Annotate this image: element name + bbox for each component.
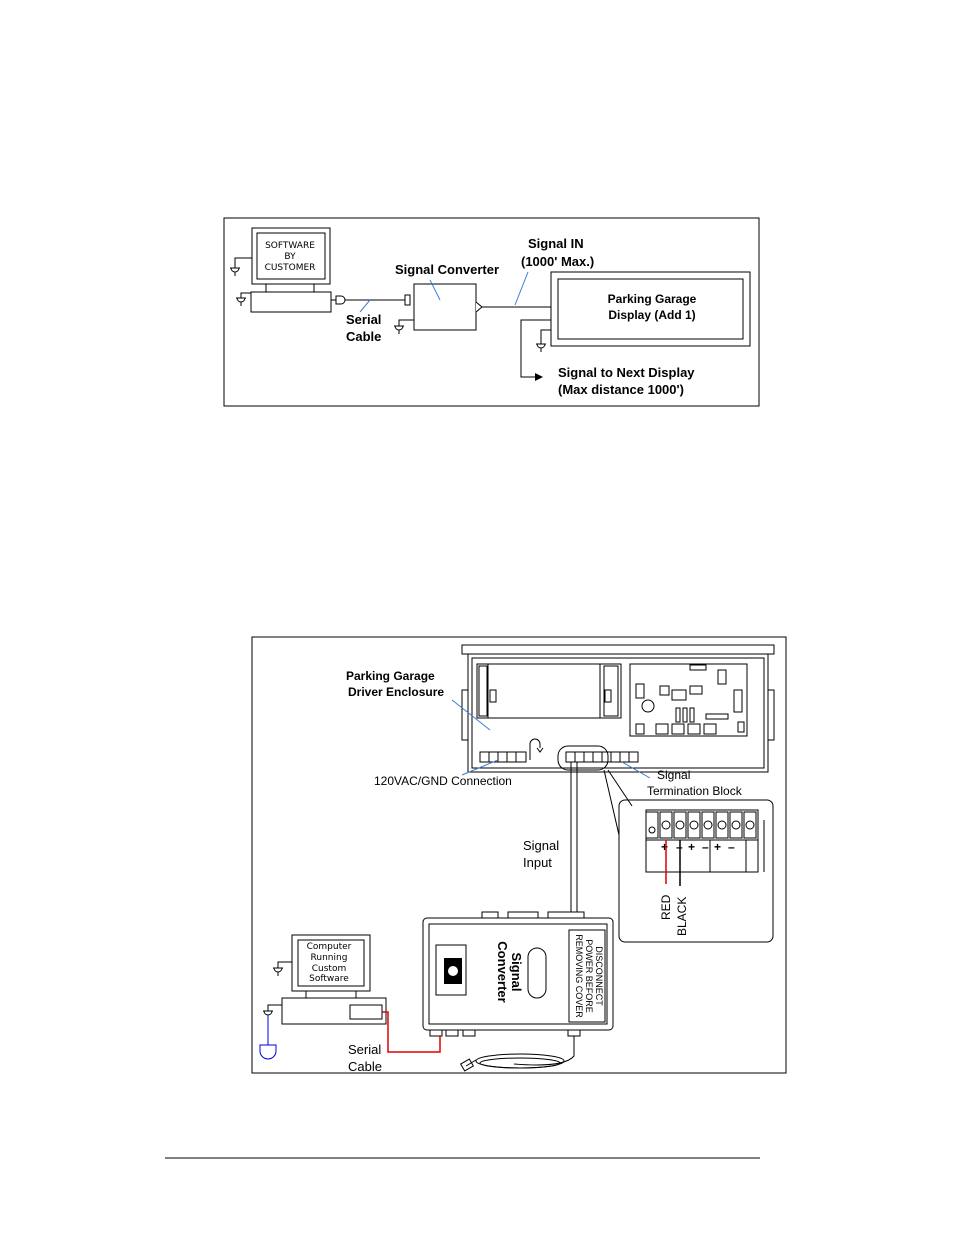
next-display-label-line-1: Signal to Next Display [558,365,695,380]
next-display-cable [520,319,551,378]
next-display-arrow-icon [535,373,543,381]
converter-warning-line-1: DISCONNECT [594,946,604,1006]
svg-text:–: – [702,840,709,854]
termination-callout [557,745,609,771]
ground-icon [230,257,252,276]
power-connection-leader [461,759,499,776]
computer2-label-line-2: Running [311,953,348,963]
serial-cable-leader [359,299,371,313]
signal-input-label-line-2: Input [523,855,552,870]
enclosure-label-line-2: Driver Enclosure [348,685,444,699]
serial-cable-red [382,1011,441,1053]
diagram-1: SOFTWARE BY CUSTOMER Serial Cable Signal… [223,217,760,407]
signal-in-leader [514,271,529,306]
serial-connector-icon [404,294,411,306]
driver-enclosure [461,644,775,773]
converter-title-line-2: Converter [495,941,510,1002]
display-label-line-2: Display (Add 1) [608,308,695,322]
signal-converter-label: Signal Converter [395,262,499,277]
serial-cable2-label-line-1: Serial [348,1042,381,1057]
computer2-label-line-1: Computer [307,942,352,952]
computer-label-line-1: SOFTWARE [265,241,315,251]
svg-text:–: – [728,840,735,854]
computer-icon [250,227,346,313]
ground-icon [394,319,414,334]
converter-warning-line-2: POWER BEFORE [584,939,594,1013]
ground-icon [236,292,251,306]
signal-converter-unit [422,911,614,1037]
serial-cable-label-line-2: Cable [346,329,381,344]
diagram-2: Parking Garage Driver Enclosure 120VAC/G… [251,636,787,1074]
enclosure-leader [451,699,491,731]
signal-in-label-line-2: (1000' Max.) [521,254,594,269]
computer2-label-line-4: Software [309,974,349,984]
ground-icon [536,329,551,352]
next-display-label-line-2: (Max distance 1000') [558,382,684,397]
svg-text:+: + [661,840,668,854]
power-cord-coil-icon [459,1036,575,1072]
svg-text:+: + [714,840,721,854]
serial-cable2-label-line-2: Cable [348,1059,382,1074]
termination-leader [621,761,651,779]
ground-icon [259,1004,282,1060]
converter-title-line-1: Signal [509,952,524,991]
black-wire-label: BLACK [675,897,689,936]
red-wire-label: RED [659,894,673,920]
computer-label-line-2: BY [284,252,296,262]
parking-garage-display-inner [557,278,744,340]
computer2-label-line-3: Custom [312,964,346,974]
signal-converter-box [413,283,477,331]
signal-in-label-line-1: Signal IN [528,236,584,251]
termination-label-line-2: Termination Block [647,784,743,798]
svg-text:+: + [688,840,695,854]
converter-warning-line-3: REMOVING COVER [574,934,584,1018]
converter-leader [429,279,441,301]
signal-input-label-line-1: Signal [523,838,559,853]
serial-cable-label-line-1: Serial [346,312,381,327]
ground-icon [273,961,292,976]
enclosure-label-line-1: Parking Garage [346,669,435,683]
termination-block-detail: + – + – + – [603,769,774,943]
termination-label-line-1: Signal [657,768,690,782]
power-connection-label: 120VAC/GND Connection [374,774,512,788]
computer-icon [281,934,387,1025]
display-label-line-1: Parking Garage [608,292,697,306]
computer-label-line-3: CUSTOMER [265,263,316,273]
